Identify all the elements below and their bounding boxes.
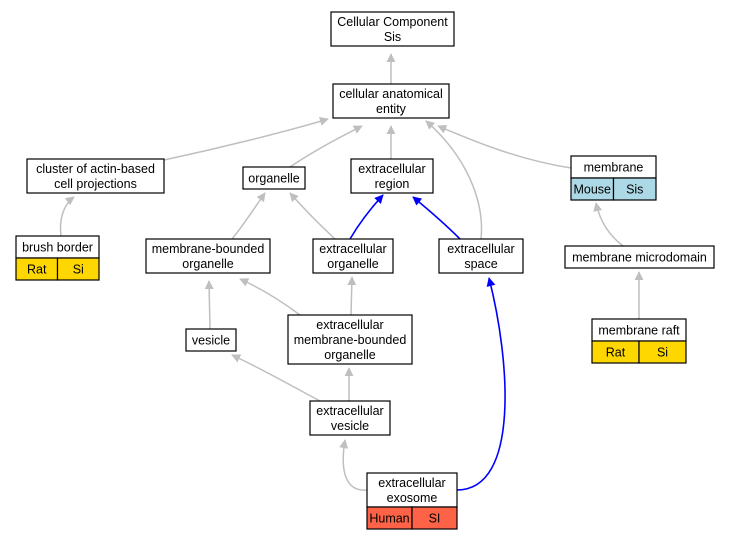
node-label: region [375,177,410,191]
node-label: cell projections [54,177,137,191]
node-box [242,166,306,190]
edge-extracellular-space-to-cellular-anatomical-entity [425,120,483,240]
annotation-cell [638,340,687,364]
edge-extracellular-organelle-to-organelle [289,192,336,240]
node-label: extracellular [319,242,386,256]
annotation-cell-label: SI [429,512,441,526]
node-label: organelle [324,348,375,362]
node-box [438,238,524,274]
node-label: entity [376,102,407,116]
node-label: brush border [22,241,93,255]
node-label: Cellular Component [337,15,448,29]
edge-extracellular-space-to-extracellular-region [412,196,461,240]
annotation-cell-label: Si [73,263,84,277]
node-box [312,238,394,274]
node-label: extracellular [378,476,445,490]
edge-brush-border-to-cluster-actin [59,196,75,237]
edge-extracellular-mb-organelle-to-membrane-bounded-organelle [239,278,301,316]
node-label: vesicle [331,419,369,433]
node-label: extracellular [316,404,383,418]
annotation-cell [56,257,100,281]
edge-cluster-actin-to-cellular-anatomical-entity [163,117,329,161]
annotation-cell-label: Si [657,346,668,360]
edge-membrane-bounded-organelle-to-organelle [231,192,266,240]
node-label: membrane raft [598,324,680,338]
node-label: cellular anatomical [339,87,443,101]
node-label: membrane-bounded [294,333,407,347]
node-box [309,400,391,436]
edge-extracellular-exosome-to-extracellular-vesicle [339,439,368,491]
edge-membrane-microdomain-to-membrane [593,202,624,247]
annotation-cell-label: Rat [606,346,626,360]
node-label: extracellular [447,242,514,256]
node-box [145,238,271,274]
node-box [564,245,715,269]
edge-extracellular-vesicle-to-vesicle [231,354,321,402]
edge-extracellular-exosome-to-extracellular-space [456,277,506,491]
annotation-cell-label: Rat [27,263,47,277]
node-label: Sis [384,30,401,44]
node-label: organelle [182,257,233,271]
node-label: extracellular [358,162,425,176]
edge-organelle-to-cellular-anatomical-entity [289,125,363,168]
annotation-cell-label: Mouse [573,183,611,197]
node-box [330,11,455,47]
edge-vesicle-to-membrane-bounded-organelle [204,280,214,330]
edge-extracellular-organelle-to-extracellular-region [349,194,384,240]
edges-layer [59,53,644,491]
node-organelle[interactable]: organelle [242,166,306,190]
edge-extracellular-mb-organelle-to-extracellular-organelle [347,276,357,316]
node-box [332,83,450,119]
node-label: space [464,257,497,271]
node-box [185,328,237,352]
node-label: organelle [327,257,378,271]
node-membrane-microdomain[interactable]: membrane microdomain [564,245,715,269]
node-label: exosome [387,491,438,505]
annotation-cell [411,506,458,530]
node-box [350,158,434,194]
edge-membrane-to-cellular-anatomical-entity [437,125,572,169]
node-vesicle[interactable]: vesicle [185,328,237,352]
node-label: membrane microdomain [572,251,707,265]
node-label: membrane-bounded [152,242,265,256]
node-label: vesicle [192,334,230,348]
node-box [366,472,458,508]
node-box [287,314,413,365]
annotation-cell [612,177,657,201]
annotation-cell-label: Sis [626,183,643,197]
annotation-cell-label: Human [369,512,409,526]
node-label: cluster of actin-based [36,162,155,176]
node-label: membrane [584,161,644,175]
node-box [26,158,165,194]
node-label: organelle [248,172,299,186]
node-label: extracellular [316,318,383,332]
